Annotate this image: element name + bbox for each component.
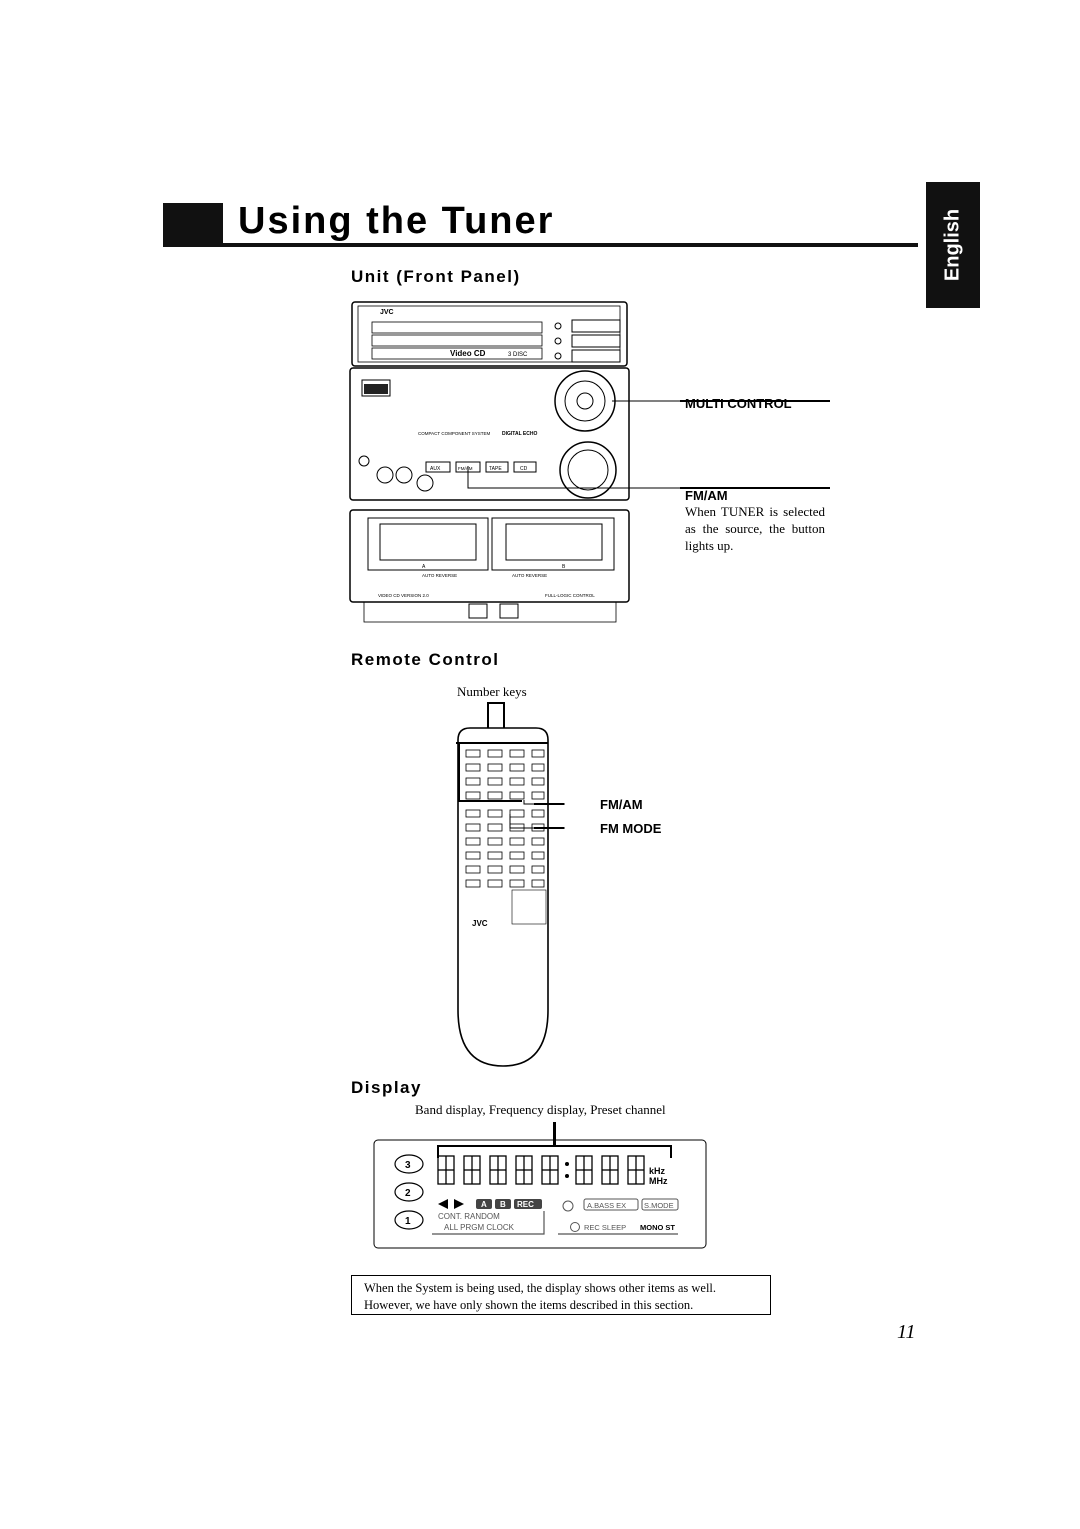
unit-digital-echo-label: DIGITAL ECHO — [502, 431, 537, 437]
language-tab-label: English — [941, 208, 964, 282]
unit-auto-reverse-a-label: AUTO REVERSE — [422, 573, 457, 578]
rec-sleep-indicator: REC SLEEP — [584, 1223, 626, 1232]
s-mode-indicator: S.MODE — [644, 1201, 674, 1210]
remote-heading: Remote Control — [351, 650, 500, 669]
display-rec-indicator: REC — [517, 1200, 534, 1209]
unit-deck-b-label: B — [562, 564, 566, 570]
multi-control-callout: MULTI CONTROL — [685, 396, 792, 411]
display-illustration: 3 2 1 kHz MHz A B REC CONT. RANDOM ALL P… — [373, 1122, 707, 1249]
display-heading: Display — [351, 1078, 422, 1097]
disc-1-indicator: 1 — [405, 1216, 411, 1227]
note-line-2: However, we have only shown the items de… — [364, 1298, 694, 1312]
fm-am-callout: FM/AM — [685, 488, 728, 503]
unit-fmam-label: FM/AM — [458, 466, 473, 471]
mono-st-indicator: MONO ST — [640, 1223, 675, 1232]
title-block-marker — [163, 203, 223, 243]
unit-videocd-label: Video CD — [450, 349, 486, 358]
unit-aux-label: AUX — [430, 466, 441, 472]
remote-fm-am-callout: FM/AM — [600, 797, 643, 812]
timer-icon — [570, 1222, 580, 1232]
segment-digits — [437, 1155, 645, 1185]
khz-indicator: kHz — [649, 1166, 666, 1176]
unit-auto-reverse-b-label: AUTO REVERSE — [512, 573, 547, 578]
front-panel-heading: Unit (Front Panel) — [351, 267, 521, 286]
page-number: 11 — [897, 1321, 916, 1343]
disc-2-indicator: 2 — [405, 1188, 411, 1199]
display-a-indicator: A — [481, 1200, 487, 1209]
unit-cd-label: CD — [520, 466, 528, 472]
a-bass-ex-indicator: A.BASS EX — [587, 1201, 626, 1210]
display-callout: Band display, Frequency display, Preset … — [415, 1102, 666, 1117]
disc-3-indicator: 3 — [405, 1160, 411, 1171]
remote-brand-label: JVC — [472, 919, 488, 928]
page-title: Using the Tuner — [238, 200, 555, 242]
note-box: When the System is being used, the displ… — [351, 1275, 771, 1315]
display-b-indicator: B — [500, 1200, 506, 1209]
language-tab: English — [926, 182, 980, 308]
unit-deck-a-label: A — [422, 564, 426, 570]
front-panel-illustration: JVC Video CD 3 DISC COMPACT COMPONENT SY… — [349, 301, 830, 623]
remote-fm-mode-callout: FM MODE — [600, 821, 662, 836]
unit-full-logic-label: FULL-LOGIC CONTROL — [545, 593, 595, 598]
note-line-1: When the System is being used, the displ… — [364, 1281, 717, 1295]
unit-tape-label: TAPE — [489, 466, 502, 472]
unit-3disc-label: 3 DISC — [508, 352, 528, 358]
number-keys-callout: Number keys — [457, 684, 527, 699]
remote-illustration: JVC — [456, 702, 565, 1067]
mhz-indicator: MHz — [649, 1176, 668, 1186]
mic-icon — [562, 1200, 574, 1212]
unit-compact-system-label: COMPACT COMPONENT SYSTEM — [418, 431, 491, 436]
unit-vcd-version-label: VIDEO CD VERSION 2.0 — [378, 593, 429, 598]
cont-random-indicator: CONT. RANDOM — [438, 1212, 500, 1221]
fm-am-note: When TUNER is selected as the source, th… — [685, 504, 825, 553]
unit-brand-label: JVC — [380, 309, 394, 316]
all-prgm-clock-indicator: ALL PRGM CLOCK — [444, 1223, 515, 1232]
title-rule — [163, 243, 918, 247]
